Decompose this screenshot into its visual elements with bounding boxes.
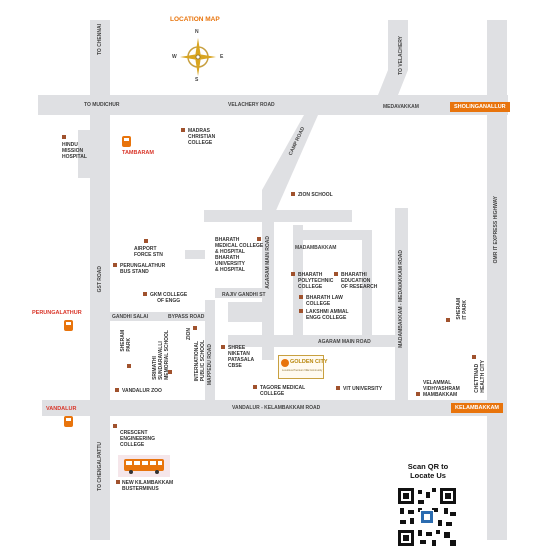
landmark-hindu-mission: HINDU MISSION HOSPITAL [62, 135, 87, 160]
label-to-chengalpattu: TO CHENGALPATTU [97, 442, 103, 491]
label-mappedu-road: MAPPEDU ROAD [207, 344, 213, 386]
station-vandalur: VANDALUR [46, 406, 77, 412]
landmark-afs: AIRPORT FORCE STN [134, 239, 163, 258]
madambakkam-inner [293, 230, 368, 240]
train-icon-perungalathur [64, 320, 73, 331]
cross-road-top [204, 210, 352, 222]
landmark-bharath-medical: BHARATH MEDICAL COLLEGE & HOSPITAL BHARA… [215, 237, 264, 273]
train-icon-tambaram [122, 136, 131, 147]
landmark-tagore: TAGORE MEDICAL COLLEGE [253, 385, 305, 397]
landmark-perungalathur-bus: PERUNGALATHUR BUS STAND [113, 263, 165, 275]
marker-chettinad [472, 355, 476, 359]
landmark-velammal: VELAMMAL VIDHYASHRAM MAMBAKKAM [416, 380, 460, 398]
vandalur-kelambakkam-road [42, 400, 507, 416]
golden-city-name: GOLDEN CITY [290, 359, 328, 365]
landmark-gkm: GKM COLLEGE OF ENGG [143, 292, 187, 304]
label-omr: OMR IT EXPRESS HIGHWAY [493, 196, 499, 264]
label-to-chennai: TO CHENNAI [97, 24, 103, 56]
landmark-mcc: MADRAS CHRISTIAN COLLEGE [181, 128, 215, 146]
landmark-zion-2: ZION [186, 328, 192, 340]
bharath-link [185, 250, 205, 259]
landmark-crescent: CRESCENT ENGINEERING COLLEGE [113, 424, 155, 448]
compass-icon: N S W E [172, 29, 224, 83]
qr-caption: Scan QR to Locate Us [407, 462, 449, 480]
landmark-shree-niketan: SHREE NIKETAN PATASALA CBSE [221, 345, 254, 369]
compass-e: E [220, 54, 224, 60]
label-gandhi-salai: GANDHI SALAI [112, 314, 149, 320]
landmark-zion-school: ZION SCHOOL [291, 192, 333, 198]
inner-road-vertical [205, 300, 215, 400]
bus-terminus-icon [118, 455, 170, 477]
station-tambaram: TAMBARAM [122, 150, 154, 156]
marker-srimathi [168, 370, 172, 374]
label-to-velachery: TO VELACHERY [398, 36, 404, 75]
inner-road-left [293, 225, 303, 335]
marker-sheram-it-park [446, 318, 450, 322]
left-side-road [78, 130, 90, 178]
velachery-road-diagonal [360, 20, 480, 115]
landmark-international: INTERNATIONAL PUBLIC SCHOOL [194, 340, 206, 382]
compass-n: N [195, 29, 199, 35]
qr-code[interactable] [398, 488, 456, 546]
landmark-bharath-law: BHARATH LAW COLLEGE [299, 295, 343, 307]
compass-s: S [195, 77, 199, 83]
tag-kelambakkam: KELAMBAKKAM [451, 403, 503, 413]
block-road [228, 302, 270, 322]
agaram-main-road-h [228, 335, 408, 347]
label-agaram-main-road-v: AGARAM MAIN ROAD [265, 236, 271, 289]
label-rajiv-gandhi-st: RAJIV GANDHI ST [222, 292, 266, 298]
station-perungalathur: PERUNGALATHUR [32, 310, 82, 316]
compass-w: W [172, 54, 177, 60]
camp-road [262, 115, 322, 215]
omr-road [487, 20, 507, 540]
rajiv-gandhi-st [215, 288, 269, 298]
train-icon-vandalur [64, 416, 73, 427]
landmark-bus-terminus: NEW KILAMBAKKAM BUSTERMINUS [116, 480, 173, 492]
label-madambakkam: MADAMBAKKAM [295, 245, 337, 251]
agaram-main-road-v [262, 210, 274, 360]
marker-international [193, 326, 197, 330]
gandhi-salai-road [110, 312, 215, 321]
landmark-lakshmi: LAKSHMI AMMAL ENGG COLLEGE [299, 309, 349, 321]
landmark-vit: VIT UNIVERSITY [336, 386, 382, 392]
landmark-vandalur-zoo: VANDALUR ZOO [115, 388, 162, 394]
label-bypass-road: BYPASS ROAD [168, 314, 205, 320]
label-medavakkam: MEDAVAKKAM [383, 104, 419, 110]
golden-city-logo: GOLDEN CITY Luxurious Premium Villa Comm… [278, 355, 328, 379]
landmark-sheram-park: SHERAM PARK [120, 330, 132, 352]
map-title: LOCATION MAP [170, 16, 220, 23]
landmark-chettinad: CHETTINAD HEALTH CITY [474, 360, 486, 393]
madambakkam-road [395, 208, 408, 400]
label-vandalur-kelambakkam-road: VANDALUR - KELAMBAKKAM ROAD [232, 405, 321, 411]
label-gst-road: GST ROAD [97, 266, 103, 293]
golden-city-sub: Luxurious Premium Villa Community [282, 369, 323, 372]
label-velachery-road: VELACHERY ROAD [228, 102, 275, 108]
tag-sholinganallur: SHOLINGANALLUR [450, 102, 510, 112]
label-agaram-main-road-h: AGARAM MAIN ROAD [318, 339, 371, 345]
label-madambakkam-road: MADAMBAKKAM - MEDAVAKKAM ROAD [398, 250, 404, 348]
landmark-bharathi-edu: BHARATHI EDUCATION OF RESEARCH [334, 272, 377, 290]
marker-sheram-park [127, 364, 131, 368]
landmark-bharath-poly: BHARATH POLYTECHNIC COLLEGE [291, 272, 333, 290]
inner-road-right [362, 230, 372, 335]
label-to-mudichur: TO MUDICHUR [84, 102, 120, 108]
landmark-sheram-it-park: SHERAM IT PARK [456, 298, 468, 320]
